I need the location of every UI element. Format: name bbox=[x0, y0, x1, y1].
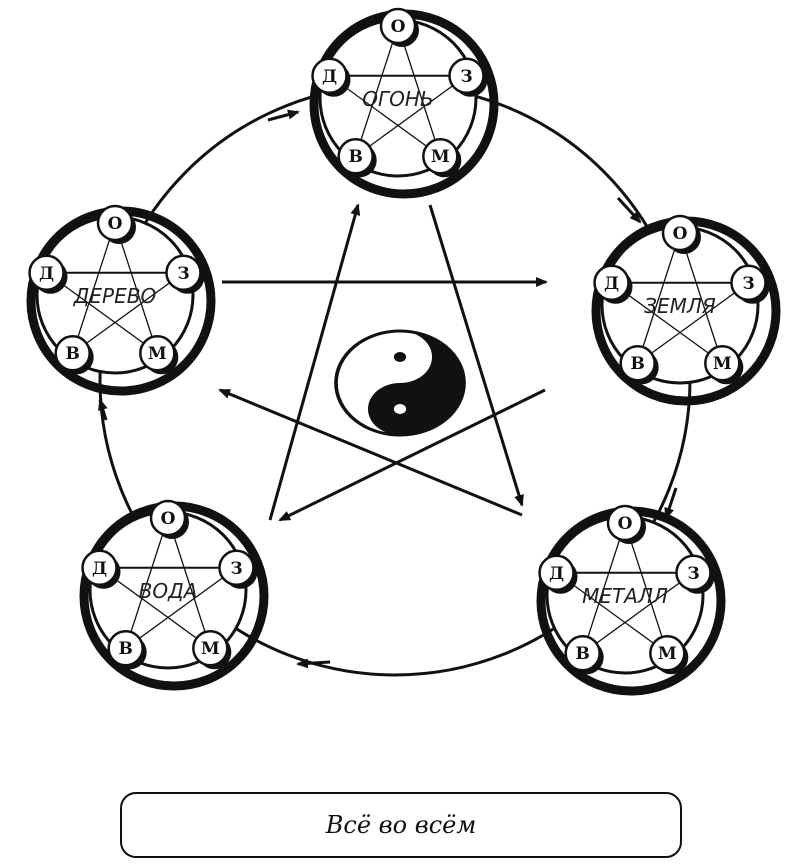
node: О bbox=[606, 504, 646, 544]
inner-star-line bbox=[637, 232, 681, 364]
inner-star-line bbox=[679, 232, 723, 364]
node-letter: В bbox=[118, 639, 132, 659]
node: О bbox=[661, 214, 701, 254]
node: В bbox=[107, 629, 147, 670]
cycle-arrow-4 bbox=[98, 398, 108, 421]
inner-star-line bbox=[611, 282, 723, 364]
node: З bbox=[448, 57, 488, 97]
element-earth: ЗЕМЛЯ О З М В Д bbox=[591, 214, 781, 406]
node-letter: З bbox=[687, 564, 699, 584]
node: З bbox=[675, 554, 715, 594]
node: В bbox=[564, 634, 604, 675]
node: О bbox=[379, 7, 419, 47]
node-letter: З bbox=[460, 67, 472, 87]
node-letter: Д bbox=[39, 264, 54, 284]
element-wood: ДЕРЕВО О З М В Д bbox=[26, 204, 216, 396]
inner-star-line bbox=[99, 567, 211, 649]
cycle-arrow-0 bbox=[267, 109, 300, 122]
inner-star-line bbox=[72, 222, 116, 354]
inner-star-line bbox=[46, 272, 158, 354]
caption-text: Всё во всём bbox=[325, 811, 477, 839]
control-arrow-4 bbox=[268, 203, 361, 521]
node-letter: В bbox=[348, 147, 362, 167]
yin-yang-icon bbox=[334, 329, 466, 437]
node-letter: О bbox=[108, 214, 123, 234]
element-metal: МЕТАЛЛ О З М В Д bbox=[536, 504, 726, 696]
node-letter: О bbox=[161, 509, 176, 529]
element-water: ВОДА О З М В Д bbox=[79, 499, 269, 691]
node-letter: Д bbox=[322, 67, 337, 87]
element-label: МЕТАЛЛ bbox=[582, 584, 668, 608]
node-letter: М bbox=[148, 344, 167, 364]
node-letter: М bbox=[713, 354, 732, 374]
node: В bbox=[54, 334, 94, 375]
inner-star-line bbox=[329, 75, 441, 157]
node: В bbox=[619, 344, 659, 385]
node-letter: М bbox=[431, 147, 450, 167]
inner-star-line bbox=[582, 572, 694, 654]
node: Д bbox=[593, 264, 633, 304]
node: М bbox=[422, 137, 462, 178]
elements-layer: ОГОНЬОЗМВДЗЕМЛЯОЗМВДМЕТАЛЛОЗМВДВОДАОЗМВД… bbox=[26, 7, 781, 696]
node: О bbox=[96, 204, 136, 244]
inner-star-line bbox=[582, 522, 626, 654]
node-letter: В bbox=[575, 644, 589, 664]
node: Д bbox=[28, 254, 68, 294]
inner-star-line bbox=[72, 272, 184, 354]
node-letter: О bbox=[391, 17, 406, 37]
node: З bbox=[165, 254, 205, 294]
node-letter: М bbox=[658, 644, 677, 664]
node-letter: В bbox=[65, 344, 79, 364]
inner-star-line bbox=[397, 25, 441, 157]
cycle-arrow-2 bbox=[664, 487, 678, 520]
element-label: ДЕРЕВО bbox=[73, 284, 156, 308]
element-fire: ОГОНЬ О З М В Д bbox=[309, 7, 499, 199]
inner-star-line bbox=[355, 75, 467, 157]
element-label: ОГОНЬ bbox=[362, 87, 433, 111]
node: В bbox=[337, 137, 377, 178]
inner-star-line bbox=[167, 517, 211, 649]
node-letter: З bbox=[742, 274, 754, 294]
inner-star-line bbox=[637, 282, 749, 364]
node-letter: Д bbox=[92, 559, 107, 579]
node: З bbox=[218, 549, 258, 589]
inner-star-line bbox=[355, 25, 399, 157]
node: М bbox=[649, 634, 689, 675]
inner-star-line bbox=[556, 572, 668, 654]
node-letter: В bbox=[630, 354, 644, 374]
element-label: ВОДА bbox=[139, 579, 198, 603]
inner-star-line bbox=[624, 522, 668, 654]
node-letter: М bbox=[201, 639, 220, 659]
node: М bbox=[192, 629, 232, 670]
cycle-arrow-1 bbox=[616, 196, 642, 224]
element-label: ЗЕМЛЯ bbox=[644, 294, 716, 318]
node-letter: З bbox=[177, 264, 189, 284]
node: М bbox=[704, 344, 744, 385]
node-letter: О bbox=[618, 514, 633, 534]
node: О bbox=[149, 499, 189, 539]
five-elements-diagram: ОГОНЬОЗМВДЗЕМЛЯОЗМВДМЕТАЛЛОЗМВДВОДАОЗМВД… bbox=[26, 7, 781, 696]
inner-star-line bbox=[125, 517, 169, 649]
node-letter: Д bbox=[604, 274, 619, 294]
caption-box: Всё во всём bbox=[120, 792, 682, 858]
cycle-arrow-3 bbox=[296, 658, 331, 669]
control-arrow-3 bbox=[218, 388, 523, 517]
node: З bbox=[730, 264, 770, 304]
control-arrow-2 bbox=[278, 388, 546, 522]
node: Д bbox=[311, 57, 351, 97]
inner-star-line bbox=[114, 222, 158, 354]
node: М bbox=[139, 334, 179, 375]
node: Д bbox=[538, 554, 578, 594]
control-arrow-0 bbox=[428, 204, 524, 507]
node: Д bbox=[81, 549, 121, 589]
node-letter: Д bbox=[549, 564, 564, 584]
inner-star-line bbox=[125, 567, 237, 649]
node-letter: О bbox=[673, 224, 688, 244]
node-letter: З bbox=[230, 559, 242, 579]
